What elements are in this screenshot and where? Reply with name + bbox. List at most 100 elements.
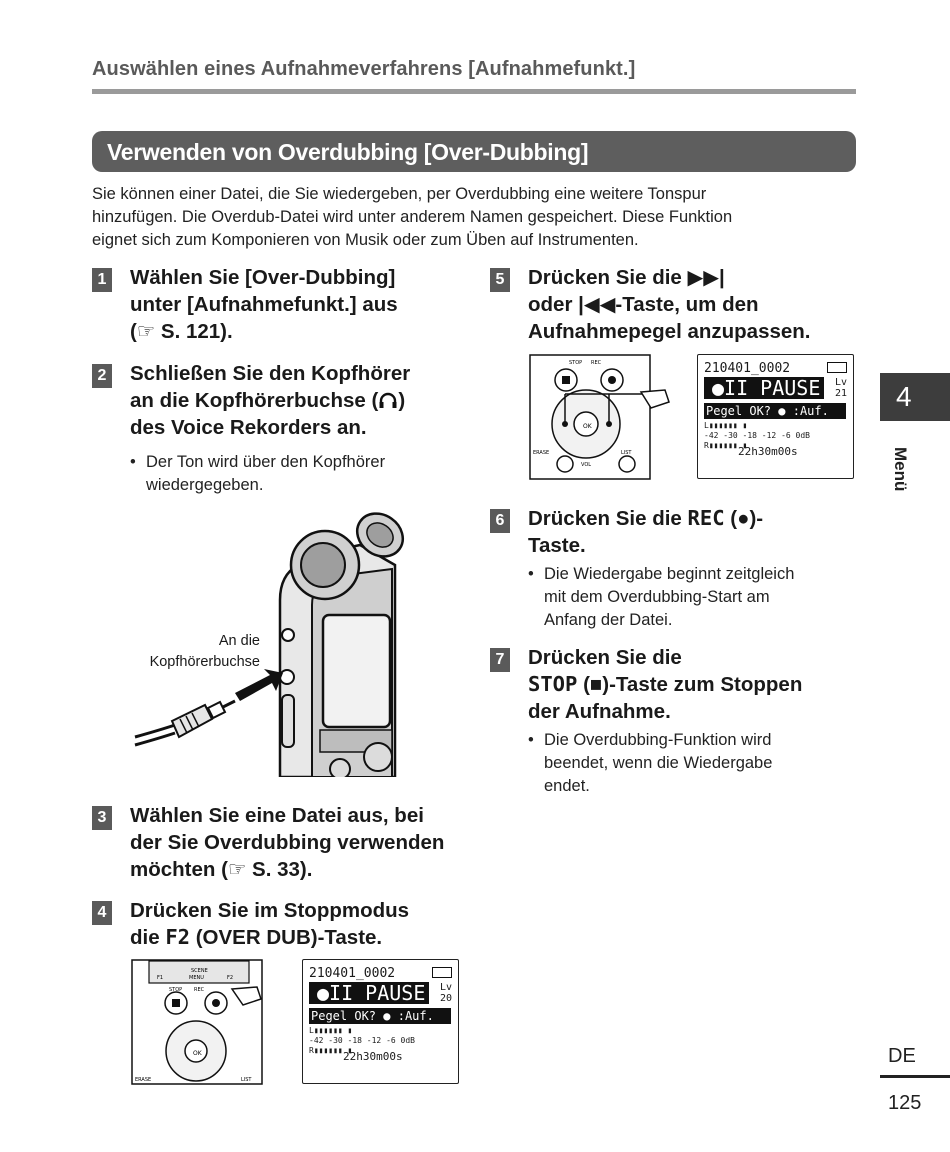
step-number: 7 (490, 648, 510, 672)
lcd-auf-text: :Auf. (792, 404, 829, 418)
step-line-part: (■)-Taste zum Stoppen (577, 673, 803, 696)
bullet-line: beendet, wenn die Wiedergabe (544, 754, 773, 772)
step-text: Drücken Sie im Stoppmodus die F2 (OVER D… (130, 897, 409, 951)
lcd-level-value: 20 (439, 993, 452, 1004)
step-line: Aufnahmepegel anzupassen. (528, 320, 811, 343)
step-line: Wählen Sie [Over-Dubbing] (130, 266, 396, 289)
page-number: 125 (888, 1092, 922, 1114)
page-header-title: Auswählen eines Aufnahmeverfahrens [Aufn… (92, 58, 636, 80)
section-title: Verwenden von Overdubbing [Over-Dubbing] (107, 139, 589, 165)
lcd-level-label: Lv (834, 377, 847, 388)
step-text: Drücken Sie die REC (●)- Taste. (528, 505, 763, 559)
bullet-line: endet. (544, 777, 590, 795)
lcd-file-name: 210401_0002 (309, 966, 396, 981)
device-keypad-drawing: STOP REC OK ERASE VOL LIST (529, 354, 670, 480)
step-5-device-illustration: STOP REC OK ERASE VOL LIST (529, 354, 671, 480)
chapter-label: Menü (890, 447, 910, 497)
stop-label: STOP (569, 360, 582, 366)
rec-label: REC (591, 360, 602, 366)
intro-line: eignet sich zum Komponieren von Musik od… (92, 231, 639, 249)
step-number: 4 (92, 901, 112, 925)
step-line-part: ) (398, 389, 406, 412)
lcd-auf-text: :Auf. (397, 1009, 434, 1023)
step-line: STOP (■)-Taste zum Stoppen (528, 671, 802, 698)
lcd-status: ●II PAUSE (309, 982, 429, 1004)
step-number: 6 (490, 509, 510, 533)
page-header: Auswählen eines Aufnahmeverfahrens [Aufn… (92, 58, 856, 94)
step-number: 5 (490, 268, 510, 292)
step-6-bullet: • Die Wiedergabe beginnt zeitgleich mit … (528, 563, 858, 633)
bullet-line: Der Ton wird über den Kopfhörer (146, 453, 386, 471)
step-5: 5 Drücken Sie die ▶▶| oder |◀◀-Taste, um… (490, 264, 850, 348)
f1-label: F1 (157, 975, 163, 981)
bullet-dot: • (528, 731, 534, 749)
step-4-device-illustration: SCENE MENU F1 F2 STOP REC OK ERASE LIST (131, 959, 263, 1085)
lcd-level-value: 21 (834, 388, 847, 399)
step-line-part: (●)- (724, 507, 764, 530)
battery-icon (827, 362, 847, 373)
step-line: der Sie Overdubbing verwenden (130, 831, 445, 854)
intro-line: hinzufügen. Die Overdub-Datei wird unter… (92, 208, 733, 226)
battery-icon (432, 967, 452, 978)
lcd-pegel-bar: Pegel OK? ● :Auf. (704, 403, 846, 419)
bullet-text: Der Ton wird über den Kopfhörer wiederge… (146, 451, 385, 497)
lcd-remaining-time: 22h30m00s (738, 445, 798, 458)
bullet-dot: • (130, 453, 136, 471)
erase-label: ERASE (135, 1077, 151, 1083)
step-line: Taste. (528, 534, 586, 557)
lcd-pegel-text: Pegel OK? (706, 404, 772, 418)
lcd-remaining-time: 22h30m00s (343, 1050, 403, 1063)
language-label: DE (888, 1045, 916, 1067)
step-line-part: (OVER DUB)-Taste. (190, 926, 383, 949)
step-line-part: an die Kopfhörerbuchse ( (130, 389, 379, 412)
step-text: Wählen Sie [Over-Dubbing] unter [Aufnahm… (130, 264, 398, 345)
ok-label: OK (583, 423, 593, 430)
step-text: Wählen Sie eine Datei aus, bei der Sie O… (130, 802, 444, 883)
step-line: oder |◀◀-Taste, um den (528, 293, 759, 316)
bullet-line: Die Overdubbing-Funktion wird (544, 731, 772, 749)
chapter-tab: 4 (880, 373, 950, 421)
step-line: Drücken Sie die (528, 646, 682, 669)
headphone-icon (379, 392, 397, 408)
intro-line: Sie können einer Datei, die Sie wiederge… (92, 185, 707, 203)
step-line: (☞ S. 121). (130, 320, 233, 343)
rec-key-label: REC (687, 506, 725, 530)
step-text: Drücken Sie die ▶▶| oder |◀◀-Taste, um d… (528, 264, 811, 345)
step-line: unter [Aufnahmefunkt.] aus (130, 293, 398, 316)
step-number: 2 (92, 364, 112, 388)
recorder-headphone-illustration: An die Kopfhörerbuchse (130, 505, 475, 777)
f2-label: F2 (227, 975, 233, 981)
menu-label: MENU (189, 975, 204, 981)
intro-paragraph: Sie können einer Datei, die Sie wiederge… (92, 183, 856, 252)
lcd-meter-scale: -42 -30 -18 -12 -6 0dB (704, 431, 810, 440)
rec-label: REC (194, 987, 205, 993)
step-text: Schließen Sie den Kopfhörer an die Kopfh… (130, 360, 410, 441)
lcd-level-label: Lv (439, 982, 452, 993)
step-1: 1 Wählen Sie [Over-Dubbing] unter [Aufna… (92, 264, 472, 348)
lcd-file-name: 210401_0002 (704, 361, 791, 376)
step-4: 4 Drücken Sie im Stoppmodus die F2 (OVER… (92, 897, 472, 953)
step-7: 7 Drücken Sie die STOP (■)-Taste zum Sto… (490, 644, 850, 728)
step-2-bullet: • Der Ton wird über den Kopfhörer wieder… (130, 451, 460, 499)
bullet-text: Die Overdubbing-Funktion wird beendet, w… (544, 729, 772, 798)
step-line: an die Kopfhörerbuchse () (130, 387, 410, 414)
step-text: Drücken Sie die STOP (■)-Taste zum Stopp… (528, 644, 802, 725)
jack-label: An die Kopfhörerbuchse (130, 631, 260, 673)
step-6: 6 Drücken Sie die REC (●)- Taste. (490, 505, 850, 561)
erase-label: ERASE (533, 450, 549, 456)
list-label: LIST (241, 1077, 252, 1083)
chapter-number: 4 (896, 381, 912, 412)
lcd-pegel-text: Pegel OK? (311, 1009, 377, 1023)
step-line: Drücken Sie die REC (●)- (528, 505, 763, 532)
bullet-dot: • (528, 565, 534, 583)
step-line: Wählen Sie eine Datei aus, bei (130, 804, 424, 827)
step-line: des Voice Rekorders an. (130, 416, 367, 439)
bullet-text: Die Wiedergabe beginnt zeitgleich mit de… (544, 563, 794, 632)
bullet-line: Anfang der Datei. (544, 611, 673, 629)
